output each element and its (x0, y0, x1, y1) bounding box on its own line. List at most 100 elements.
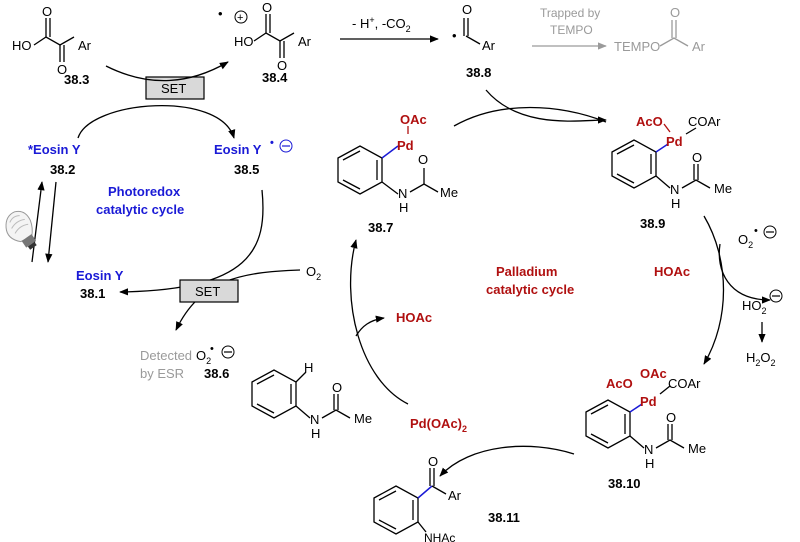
substrate-oxidation-arrow (105, 61, 229, 82)
tempo-label: TEMPO (550, 23, 593, 37)
hoac-release-arrow (355, 315, 385, 337)
svg-text:O: O (332, 380, 342, 395)
photoredox-arc-bottom (119, 189, 264, 296)
pd-iii-h: H (671, 196, 680, 211)
pd-iv-oac: OAc (640, 366, 667, 381)
svg-text:O: O (462, 2, 472, 17)
svg-text:O: O (262, 0, 272, 15)
tempo-trapping: Trapped by TEMPO TEMPO O Ar (532, 5, 706, 54)
compound-id-38-9: 38.9 (640, 216, 665, 231)
tempo-adduct-tempo: TEMPO (614, 39, 660, 54)
pd-iv-coar: COAr (668, 376, 701, 391)
palladacycle-pd: Pd (397, 138, 414, 153)
photoredox-title-line1: Photoredox (108, 184, 181, 199)
pd-iv-me: Me (688, 441, 706, 456)
oxidation-arrow (703, 215, 725, 365)
trapped-by-label: Trapped by (540, 6, 600, 20)
compound-id-38-1: 38.1 (80, 286, 105, 301)
compound-id-38-4: 38.4 (262, 70, 288, 85)
pd-iv-pd: Pd (640, 394, 657, 409)
compound-38-7: Pd OAc O N H Me 38.7 (337, 112, 458, 235)
superoxide-label: O2 (196, 348, 211, 366)
palladacycle-n: N (398, 186, 407, 201)
compound-38-3: HO O O Ar 38.3 (12, 4, 92, 87)
set-top-label: SET (161, 81, 186, 96)
palladium-cycle: O2 • HOAc HO2 H2O2 Palladium catalytic c… (350, 215, 783, 477)
pd-iv-aco: AcO (606, 376, 633, 391)
svg-text:+: + (237, 12, 243, 24)
svg-text:•: • (754, 225, 758, 237)
compound-id-38-6: 38.6 (204, 366, 229, 381)
compound-id-38-11: 38.11 (488, 510, 520, 525)
pd-iii-me: Me (714, 181, 732, 196)
product-nhac: NHAc (424, 531, 455, 542)
photoredox-title-line2: catalytic cycle (96, 202, 184, 217)
acetanilide-nh-h: H (311, 426, 320, 441)
svg-text:O: O (666, 410, 676, 425)
palladacycle-oac: OAc (400, 112, 427, 127)
svg-text:O: O (57, 62, 67, 77)
hoac-left-label: HOAc (396, 310, 432, 325)
decarboxylation-step: - H+, -CO2 (340, 15, 439, 43)
compound-38-11: O Ar NHAc 38.11 (373, 454, 520, 542)
compound-38-10: Pd OAc AcO COAr N H O Me 38.10 (585, 366, 706, 491)
set-bottom-label: SET (195, 284, 220, 299)
compound-38-9: Pd AcO COAr N H O Me 38.9 (611, 114, 732, 231)
ch-activation-arrow (350, 239, 409, 405)
compound-id-38-7: 38.7 (368, 220, 393, 235)
svg-text:O: O (428, 454, 438, 469)
eosin-radical-anion-label: Eosin Y (214, 142, 262, 157)
product-ar: Ar (448, 488, 462, 503)
pd-iii-coar: COAr (688, 114, 721, 129)
compound-id-38-2: 38.2 (50, 162, 75, 177)
reductive-elimination-arrow (439, 445, 575, 477)
set-box-top: SET (145, 76, 205, 100)
detected-line2: by ESR (140, 366, 184, 381)
compound-id-38-10: 38.10 (608, 476, 641, 491)
acetanilide: H N H O Me (251, 360, 372, 441)
hoac-right-label: HOAc (654, 264, 690, 279)
svg-text:•: • (210, 343, 214, 355)
acetanilide-me: Me (354, 411, 372, 426)
radical-cation-ho-label: HO (234, 34, 254, 49)
svg-text:•: • (452, 28, 457, 43)
hydroperoxide-label: HO2 (742, 298, 767, 316)
palladium-title-line2: catalytic cycle (486, 282, 574, 297)
compound-id-38-3: 38.3 (64, 72, 89, 87)
compound-id-38-8: 38.8 (466, 65, 491, 80)
pd-iv-h: H (645, 456, 654, 471)
oxygen-label: O2 (306, 264, 321, 282)
svg-text:O: O (670, 5, 680, 20)
pd-iii-aco: AcO (636, 114, 663, 129)
pd-iv-n: N (644, 442, 653, 457)
acid-ho-label: HO (12, 38, 32, 53)
svg-text:O: O (277, 58, 287, 73)
palladacycle-h: H (399, 200, 408, 215)
acyl-radical-addition-arrow (485, 89, 607, 124)
superoxide-pd-label: O2 (738, 232, 753, 250)
acetanilide-h: H (304, 360, 313, 375)
acid-ar-label: Ar (78, 38, 92, 53)
palladacycle-to-38-9-arrow (453, 106, 607, 127)
acyl-radical-ar-label: Ar (482, 38, 496, 53)
tempo-adduct-ar: Ar (692, 39, 706, 54)
acetanilide-n: N (310, 412, 319, 427)
svg-text:O: O (692, 150, 702, 165)
pd-iii-pd: Pd (666, 134, 683, 149)
photoredox-cycle: *Eosin Y 38.2 Eosin Y • 38.5 Photoredox … (28, 61, 321, 381)
palladium-title-line1: Palladium (496, 264, 557, 279)
eosin-ground-label: Eosin Y (76, 268, 124, 283)
decarboxylation-conditions: - H+, -CO2 (352, 15, 411, 34)
pd-iii-n: N (670, 182, 679, 197)
pd-oac2-label: Pd(OAc)2 (410, 416, 467, 434)
hydrogen-peroxide-label: H2O2 (746, 350, 776, 368)
palladacycle-me: Me (440, 185, 458, 200)
excited-eosin-label: *Eosin Y (28, 142, 81, 157)
svg-text:O: O (42, 4, 52, 19)
compound-id-38-5: 38.5 (234, 162, 259, 177)
light-bulb-icon (5, 210, 37, 250)
svg-text:•: • (270, 137, 274, 149)
svg-text:O: O (418, 152, 428, 167)
photoredox-arc-top (77, 104, 236, 139)
